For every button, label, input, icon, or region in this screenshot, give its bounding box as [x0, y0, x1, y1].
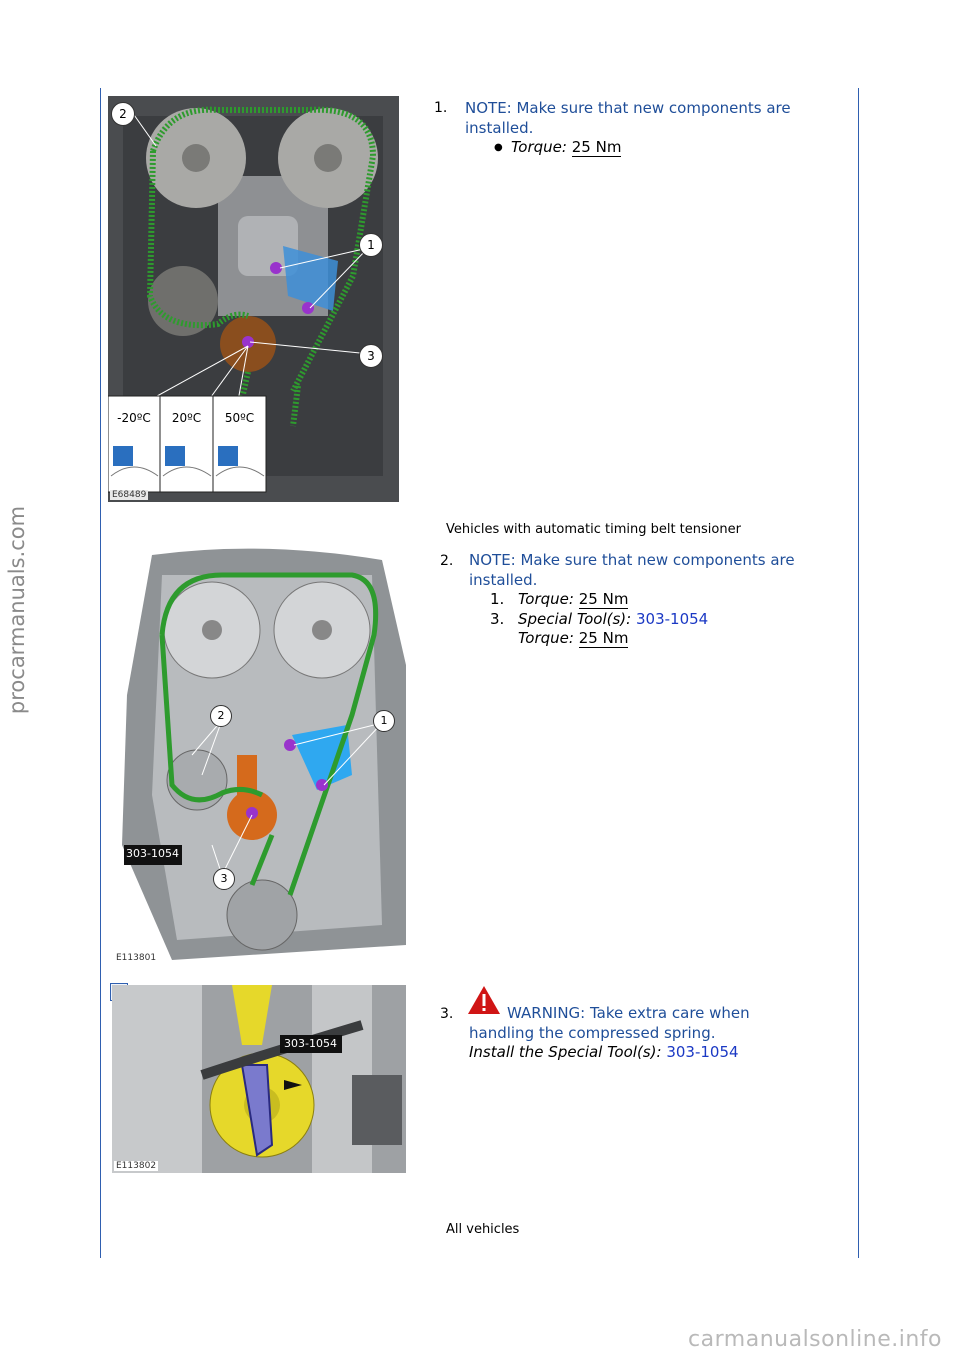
torque-label: Torque:: [511, 138, 567, 156]
timing-belt-illustration-3: 303-1054 E113802: [112, 985, 406, 1173]
warning-icon: [468, 986, 500, 1014]
side-watermark-text: procarmanuals.com: [5, 505, 29, 715]
torque-value: 25 Nm: [571, 138, 622, 157]
bottom-watermark: carmanualsonline.info: [688, 1327, 942, 1352]
step-2-note: NOTE: Make sure that new components are …: [469, 551, 795, 589]
callout-1: 1: [373, 710, 395, 732]
bullet-icon: ●: [494, 142, 503, 153]
step-3-number: 3.: [440, 1006, 454, 1022]
temp-label-2: 20ºC: [171, 411, 202, 425]
tool-label: 303-1054: [284, 1037, 337, 1050]
figure-code: E113801: [114, 953, 159, 963]
timing-belt-photo-1: -20ºC 20ºC 50ºC 2 1 3 E68489: [108, 96, 399, 502]
side-watermark: procarmanuals.com: [2, 450, 32, 770]
callout-3: 3: [213, 868, 235, 890]
special-tool-link[interactable]: 303-1054: [666, 1043, 739, 1061]
callout-2: 2: [111, 102, 135, 126]
step-2-item-3-torque: Torque: 25 Nm: [518, 628, 629, 648]
step-2-number: 2.: [440, 553, 454, 569]
step-2-item-3: Special Tool(s): 303-1054: [518, 609, 708, 629]
torque-value: 25 Nm: [578, 590, 629, 609]
special-tool-link[interactable]: 303-1054: [636, 610, 709, 628]
callout-2: 2: [210, 705, 232, 727]
engine-photo-illustration: [108, 96, 399, 502]
install-label: Install the Special Tool(s):: [469, 1043, 662, 1061]
temp-label-1: -20ºC: [117, 411, 151, 425]
step-2-item-1: Torque: 25 Nm: [518, 589, 629, 609]
step-1-torque: Torque: 25 Nm: [511, 137, 622, 157]
section-all-vehicles: All vehicles: [446, 1222, 520, 1237]
tool-label: 303-1054: [126, 847, 179, 860]
engine-diagram-illustration: [122, 548, 406, 960]
timing-belt-illustration-2: 303-1054 2 1 3 E113801: [112, 545, 406, 965]
tensioner-tool-illustration: [112, 985, 406, 1173]
step-1-number: 1.: [434, 100, 448, 116]
step-2-item-3-number: 3.: [490, 610, 505, 628]
section-automatic: Vehicles with automatic timing belt tens…: [446, 522, 741, 537]
callout-3: 3: [359, 344, 383, 368]
right-border: [858, 88, 859, 1258]
step-1-note: NOTE: Make sure that new components are …: [465, 99, 791, 137]
left-border: [100, 88, 101, 1258]
step-2-item-1-number: 1.: [490, 590, 505, 608]
torque-label: Torque:: [518, 590, 574, 608]
step-3-warning: WARNING: Take extra care when handling t…: [469, 1004, 750, 1042]
step-3-install: Install the Special Tool(s): 303-1054: [469, 1042, 739, 1062]
figure-code: E68489: [110, 490, 149, 500]
torque-value: 25 Nm: [578, 629, 629, 648]
torque-label: Torque:: [518, 629, 574, 647]
special-tool-label: Special Tool(s):: [518, 610, 632, 628]
warning-triangle-icon: [466, 984, 502, 1016]
temp-label-3: 50ºC: [224, 411, 255, 425]
figure-code: E113802: [114, 1161, 159, 1171]
callout-1: 1: [359, 233, 383, 257]
